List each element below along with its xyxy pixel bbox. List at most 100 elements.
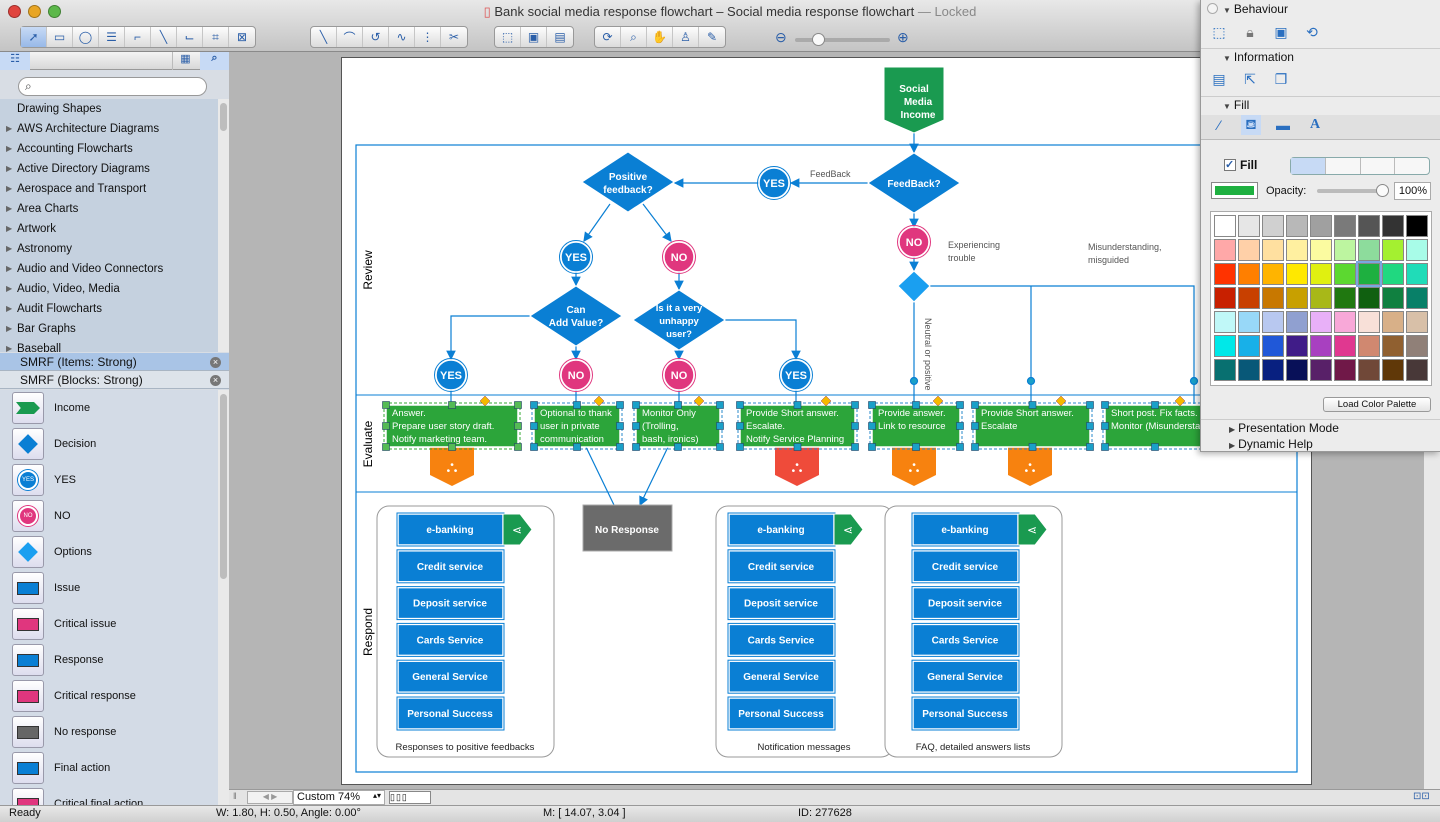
- search-tab[interactable]: ⌕: [200, 52, 229, 70]
- connection-point[interactable]: [1189, 376, 1199, 386]
- color-swatch[interactable]: [1382, 239, 1404, 261]
- response-item[interactable]: [728, 697, 835, 730]
- text-tab[interactable]: A: [1309, 117, 1321, 132]
- selection-handle[interactable]: [956, 401, 964, 409]
- color-swatch[interactable]: [1406, 359, 1428, 381]
- selection-handle[interactable]: [573, 401, 581, 409]
- color-swatch[interactable]: [1406, 311, 1428, 333]
- unhappy-user-decision[interactable]: [632, 289, 726, 351]
- add-value-decision[interactable]: [529, 285, 623, 347]
- selection-handle[interactable]: [851, 401, 859, 409]
- color-swatch[interactable]: [1214, 263, 1236, 285]
- selection-handle[interactable]: [1086, 401, 1094, 409]
- response-item[interactable]: [912, 513, 1019, 546]
- color-swatch[interactable]: [1334, 359, 1356, 381]
- zoom-in-icon[interactable]: ⊕: [897, 29, 909, 45]
- library-section-smrf-blocks[interactable]: SMRF (Blocks: Strong)×: [0, 371, 229, 389]
- current-fill-color[interactable]: [1211, 182, 1258, 199]
- library-tree-item[interactable]: ▶Astronomy: [0, 239, 218, 259]
- fit-to-text-icon[interactable]: ▣: [1274, 23, 1288, 40]
- color-swatch[interactable]: [1238, 239, 1260, 261]
- selection-handle[interactable]: [1028, 401, 1037, 409]
- selection-handle[interactable]: [632, 443, 640, 451]
- behaviour-section-header[interactable]: Behaviour: [1223, 2, 1288, 16]
- shape-item[interactable]: Response: [0, 642, 218, 678]
- response-item[interactable]: [912, 623, 1019, 657]
- pattern-fill-button[interactable]: [1361, 158, 1396, 174]
- bezier-icon[interactable]: ∿: [389, 27, 415, 47]
- color-swatch[interactable]: [1214, 239, 1236, 261]
- shape-item[interactable]: Critical issue: [0, 606, 218, 642]
- rotate-icon[interactable]: ⟳: [595, 27, 621, 47]
- ellipse-icon[interactable]: ◯: [73, 27, 99, 47]
- library-tree-item[interactable]: ▶Audio, Video, Media: [0, 279, 218, 299]
- selection-handle[interactable]: [912, 401, 920, 409]
- response-item[interactable]: [397, 697, 504, 730]
- shape-item[interactable]: Options: [0, 534, 218, 570]
- link-connector-icon[interactable]: [833, 513, 864, 546]
- selection-handle[interactable]: [736, 443, 744, 451]
- yes-circle[interactable]: [560, 241, 592, 273]
- color-swatch[interactable]: [1262, 263, 1284, 285]
- arrange-icon[interactable]: ▤: [554, 30, 566, 44]
- curve-icon[interactable]: ↺: [363, 27, 389, 47]
- zoom-slider-thumb[interactable]: [812, 33, 825, 46]
- color-swatch[interactable]: [1214, 359, 1236, 381]
- color-swatch[interactable]: [1358, 311, 1380, 333]
- response-item[interactable]: [397, 623, 504, 657]
- expand-arrow-icon[interactable]: ▶: [6, 324, 13, 333]
- grid-view-tab[interactable]: ▦: [172, 52, 198, 70]
- information-section-header[interactable]: Information: [1223, 50, 1294, 64]
- color-swatch[interactable]: [1310, 311, 1332, 333]
- response-item[interactable]: [728, 586, 835, 620]
- expand-arrow-icon[interactable]: ▶: [6, 144, 13, 153]
- close-section-icon[interactable]: ×: [210, 375, 221, 386]
- solid-fill-button[interactable]: [1291, 158, 1326, 174]
- zoom-out-icon[interactable]: ⊖: [775, 29, 787, 45]
- color-swatch[interactable]: [1310, 263, 1332, 285]
- no-circle[interactable]: [663, 359, 695, 391]
- color-swatch[interactable]: [1238, 263, 1260, 285]
- gradient-fill-button[interactable]: [1326, 158, 1361, 174]
- yes-circle[interactable]: [780, 359, 812, 391]
- color-swatch[interactable]: [1262, 287, 1284, 309]
- color-swatch[interactable]: [1382, 359, 1404, 381]
- shape-item[interactable]: No response: [0, 714, 218, 750]
- expand-arrow-icon[interactable]: ▶: [6, 264, 13, 273]
- yes-circle[interactable]: [758, 167, 790, 199]
- selection-handle[interactable]: [716, 443, 724, 451]
- color-swatch[interactable]: [1358, 215, 1380, 237]
- selection-handle[interactable]: [448, 443, 456, 451]
- selection-handle[interactable]: [793, 401, 802, 409]
- selection-handle[interactable]: [851, 443, 859, 451]
- shape-item[interactable]: Final action: [0, 750, 218, 786]
- selection-handle[interactable]: [971, 422, 979, 430]
- color-swatch[interactable]: [1358, 335, 1380, 357]
- control-point-icon[interactable]: [593, 395, 605, 407]
- selection-handle[interactable]: [674, 443, 682, 451]
- library-tree-scrollbar[interactable]: [218, 99, 229, 352]
- connector-icon[interactable]: ⌐: [125, 27, 151, 47]
- color-swatch[interactable]: [1334, 239, 1356, 261]
- zoom-select[interactable]: Custom 74%▴▾: [293, 790, 385, 805]
- color-swatch[interactable]: [1406, 239, 1428, 261]
- color-swatch[interactable]: [1334, 215, 1356, 237]
- expand-arrow-icon[interactable]: ▶: [6, 164, 13, 173]
- selection-handle[interactable]: [1101, 443, 1109, 451]
- selection-handle[interactable]: [674, 401, 682, 409]
- color-swatch[interactable]: [1262, 359, 1284, 381]
- control-point-icon[interactable]: [1055, 395, 1067, 407]
- color-swatch[interactable]: [1406, 263, 1428, 285]
- shape-item[interactable]: Issue: [0, 570, 218, 606]
- color-swatch[interactable]: [1406, 287, 1428, 309]
- response-item[interactable]: [397, 550, 504, 583]
- selection-handle[interactable]: [382, 422, 390, 430]
- color-swatch[interactable]: [1358, 287, 1380, 309]
- hand-icon[interactable]: ✋: [647, 27, 673, 47]
- library-tree-item[interactable]: ▶Bar Graphs: [0, 319, 218, 339]
- library-tree-item[interactable]: ▶Audio and Video Connectors: [0, 259, 218, 279]
- selection-handle[interactable]: [1151, 443, 1159, 451]
- no-circle[interactable]: [663, 241, 695, 273]
